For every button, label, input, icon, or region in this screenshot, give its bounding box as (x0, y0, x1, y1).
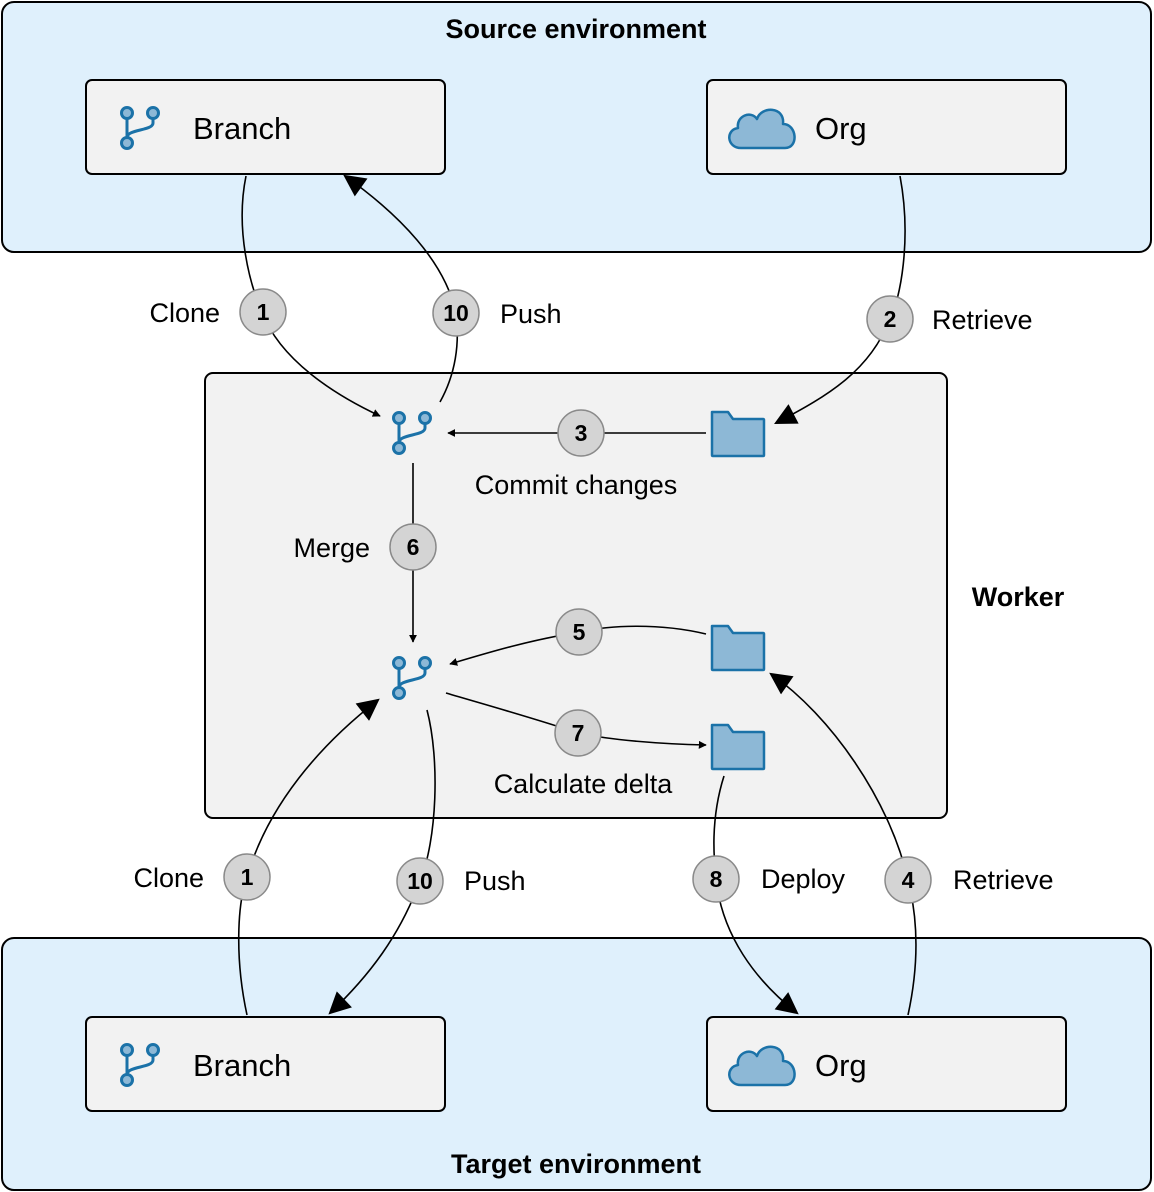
source-environment-title: Source environment (445, 14, 706, 44)
svg-text:6: 6 (407, 534, 420, 560)
step-label-delta: Calculate delta (494, 769, 674, 799)
target-branch-node (85, 1016, 446, 1112)
step-label-push: Push (500, 299, 562, 329)
svg-text:8: 8 (710, 866, 723, 892)
svg-text:7: 7 (572, 720, 585, 746)
svg-text:4: 4 (902, 867, 915, 893)
target-org-node (706, 1016, 1067, 1112)
svg-text:5: 5 (573, 619, 586, 645)
target-org-label: Org (815, 1048, 867, 1083)
step-badges: 1 10 2 3 6 5 7 1 (223, 288, 932, 905)
step-badge: 3 (557, 409, 605, 457)
svg-text:1: 1 (241, 864, 254, 890)
source-environment (1, 1, 1152, 253)
step-badge: 4 (884, 856, 932, 904)
worker-box (204, 372, 948, 819)
source-org-node (706, 79, 1067, 175)
svg-text:1: 1 (257, 299, 270, 325)
step-label-merge: Merge (293, 533, 370, 563)
folder-icon (710, 723, 766, 771)
step-label-commit: Commit changes (475, 470, 678, 500)
step-label-clone: Clone (133, 863, 204, 893)
source-branch-label: Branch (193, 111, 291, 146)
step-badge: 8 (692, 855, 740, 903)
source-org-label: Org (815, 111, 867, 146)
worker-title: Worker (972, 582, 1065, 612)
svg-text:3: 3 (575, 420, 588, 446)
step-label-deploy: Deploy (761, 864, 846, 894)
step-label-retrieve: Retrieve (932, 305, 1033, 335)
step-badge: 2 (866, 295, 914, 343)
folder-icon (710, 410, 766, 458)
svg-text:10: 10 (443, 300, 469, 326)
step-badge: 5 (555, 608, 603, 656)
step-badge: 7 (554, 709, 602, 757)
target-environment (1, 937, 1152, 1191)
folder-icon (710, 624, 766, 672)
svg-text:10: 10 (407, 868, 433, 894)
step-label-push: Push (464, 866, 526, 896)
step-badge: 6 (389, 523, 437, 571)
step-badge: 10 (432, 289, 480, 337)
step-label-retrieve: Retrieve (953, 865, 1054, 895)
step-badge: 10 (396, 857, 444, 905)
svg-text:2: 2 (884, 306, 897, 332)
target-environment-title: Target environment (451, 1149, 701, 1179)
step-label-clone: Clone (149, 298, 220, 328)
target-branch-label: Branch (193, 1048, 291, 1083)
step-badge: 1 (223, 853, 271, 901)
step-badge: 1 (239, 288, 287, 336)
source-branch-node (85, 79, 446, 175)
